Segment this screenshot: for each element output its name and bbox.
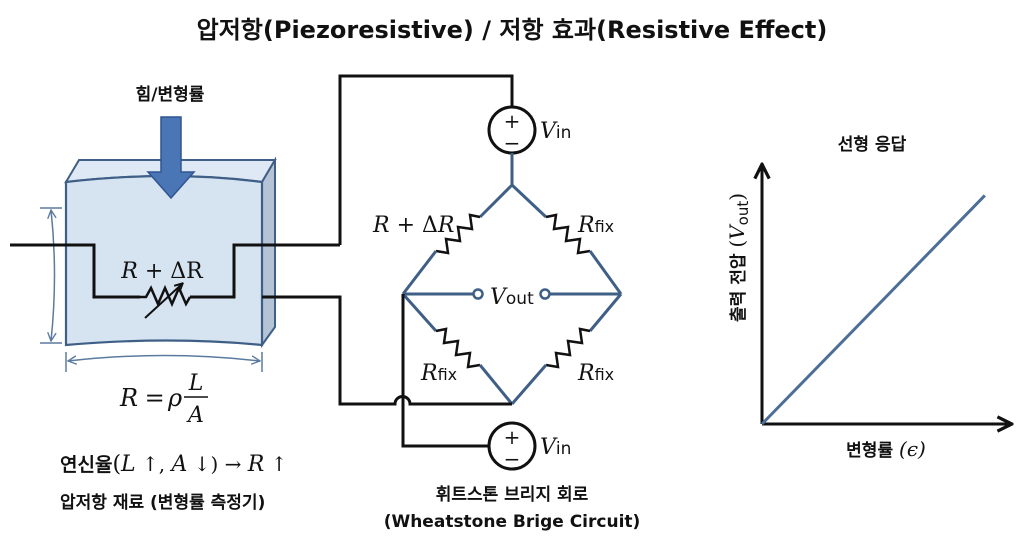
svg-text:R: R xyxy=(119,384,138,412)
bridge-caption-kr: 휘트스톤 브리지 회로 xyxy=(436,484,589,505)
piezoresistive-material-panel: 힘/변형률 R + ΔR R xyxy=(10,84,340,513)
vin-bottom-label: Vin xyxy=(540,435,571,460)
svg-text:−: − xyxy=(504,447,521,471)
strain-relation: 연신율(L ↑, A ↓) → R ↑ xyxy=(60,452,288,477)
y-axis-label: 출력 전압 (Vout) xyxy=(725,193,752,322)
height-dimension-icon xyxy=(40,207,62,344)
length-dimension-icon xyxy=(65,352,263,372)
resistor-bottom-right xyxy=(588,293,623,332)
vout-terminals xyxy=(403,288,621,300)
svg-text:L: L xyxy=(188,371,204,396)
resistor-label-bottom-left: Rfix xyxy=(420,361,457,386)
vout-label: Vout xyxy=(490,285,534,310)
force-arrow-icon xyxy=(146,116,196,200)
voltage-source-top: + − xyxy=(487,105,537,155)
resistor-top-right xyxy=(510,183,548,219)
force-label: 힘/변형률 xyxy=(136,84,205,105)
variable-resistor-icon xyxy=(140,284,192,319)
resistor-label-top-left: R + ΔR xyxy=(372,213,454,238)
svg-text:A: A xyxy=(186,403,204,428)
voltage-source-bottom: + − xyxy=(487,421,537,471)
vin-top-label: Vin xyxy=(540,119,571,144)
block-side-face xyxy=(261,156,276,349)
svg-text:−: − xyxy=(504,131,521,155)
chart-title: 선형 응답 xyxy=(838,134,907,155)
svg-text:=: = xyxy=(137,384,172,412)
bridge-caption-en: (Wheatstone Brige Circuit) xyxy=(384,512,641,532)
wheatstone-bridge: + − Vin Vout xyxy=(262,74,641,532)
feed-wire-top xyxy=(338,74,514,245)
linear-response-chart: 선형 응답 변형률 (ϵ) 출력 전압 (Vout) xyxy=(725,134,1010,461)
material-caption: 압저항 재료 (변형률 측정기) xyxy=(60,492,265,513)
feed-wire-bottom xyxy=(262,295,512,406)
x-axis-label: 변형률 (ϵ) xyxy=(846,437,926,461)
svg-text:+: + xyxy=(504,425,521,449)
resistor-bottom-left xyxy=(401,293,438,332)
sensor-resistor-label: R + ΔR xyxy=(120,259,204,284)
resistance-formula: R = ρ L A xyxy=(119,371,208,428)
resistor-top-left xyxy=(478,183,514,219)
resistor-label-bottom-right: Rfix xyxy=(577,361,614,386)
block-front-face xyxy=(64,174,264,347)
linear-response-line xyxy=(760,194,986,426)
feed-wire-source-bottom xyxy=(401,294,489,448)
sensor-wire xyxy=(190,243,340,299)
svg-text:ρ: ρ xyxy=(167,384,182,412)
svg-text:+: + xyxy=(504,109,521,133)
resistor-label-top-right: Rfix xyxy=(577,213,614,238)
page-title: 압저항(Piezoresistive) / 저항 효과(Resistive Ef… xyxy=(197,16,828,44)
sensor-wire xyxy=(10,243,140,299)
